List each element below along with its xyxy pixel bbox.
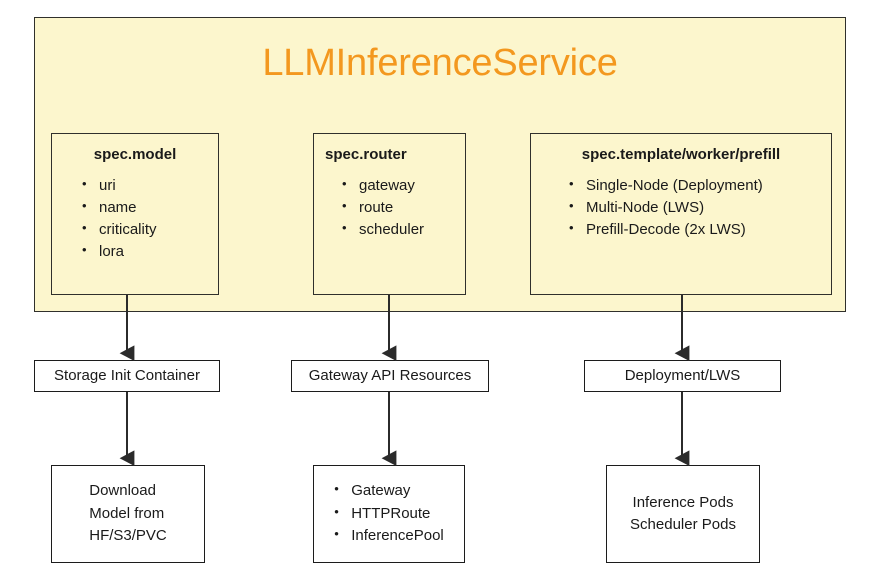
download-model-box[interactable]: Download Model from HF/S3/PVC: [51, 465, 205, 563]
download-model-line-3: HF/S3/PVC: [89, 527, 167, 545]
gateway-api-resources-label: Gateway API Resources: [308, 366, 472, 384]
spec-model-item-criticality: criticality: [82, 218, 218, 241]
spec-model-item-uri: uri: [82, 174, 218, 197]
storage-init-container-box[interactable]: Storage Init Container: [34, 360, 220, 392]
inference-pods-box[interactable]: Inference Pods Scheduler Pods: [606, 465, 760, 563]
download-model-line-2: Model from: [89, 504, 165, 522]
gateway-resources-item-httproute: HTTPRoute: [334, 502, 444, 526]
inference-pods-line-1: Inference Pods: [632, 493, 734, 511]
spec-router-title: spec.router: [325, 146, 407, 163]
spec-template-box[interactable]: spec.template/worker/prefill Single-Node…: [530, 133, 832, 295]
deployment-lws-box[interactable]: Deployment/LWS: [584, 360, 781, 392]
spec-model-item-name: name: [82, 196, 218, 219]
spec-template-list: Single-Node (Deployment) Multi-Node (LWS…: [569, 174, 831, 241]
spec-router-box[interactable]: spec.router gateway route scheduler: [313, 133, 466, 295]
spec-router-item-route: route: [342, 196, 465, 219]
spec-router-item-scheduler: scheduler: [342, 218, 465, 241]
inference-pods-label: Inference Pods Scheduler Pods: [630, 492, 736, 537]
spec-template-title: spec.template/worker/prefill: [581, 146, 781, 163]
gateway-resources-list: Gateway HTTPRoute InferencePool: [334, 479, 444, 548]
inference-pods-line-2: Scheduler Pods: [630, 516, 736, 533]
spec-model-list: uri name criticality lora: [82, 174, 218, 263]
download-model-label: Download Model from HF/S3/PVC: [89, 480, 167, 548]
spec-template-item-prefill-decode: Prefill-Decode (2x LWS): [569, 218, 831, 241]
spec-model-title: spec.model: [93, 146, 177, 163]
gateway-resources-item-inferencepool: InferencePool: [334, 524, 444, 548]
gateway-resources-detail-box[interactable]: Gateway HTTPRoute InferencePool: [313, 465, 465, 563]
spec-router-item-gateway: gateway: [342, 174, 465, 197]
page-title: LLMInferenceService: [262, 42, 618, 84]
spec-model-item-lora: lora: [82, 240, 218, 263]
gateway-resources-item-gateway: Gateway: [334, 479, 444, 503]
spec-router-list: gateway route scheduler: [342, 174, 465, 241]
storage-init-container-label: Storage Init Container: [54, 366, 200, 384]
spec-model-box[interactable]: spec.model uri name criticality lora: [51, 133, 219, 295]
download-model-line-1: Download: [89, 482, 156, 500]
deployment-lws-label: Deployment/LWS: [624, 366, 741, 384]
spec-template-item-single-node: Single-Node (Deployment): [569, 174, 831, 197]
spec-template-item-multi-node: Multi-Node (LWS): [569, 196, 831, 219]
gateway-api-resources-box[interactable]: Gateway API Resources: [291, 360, 489, 392]
